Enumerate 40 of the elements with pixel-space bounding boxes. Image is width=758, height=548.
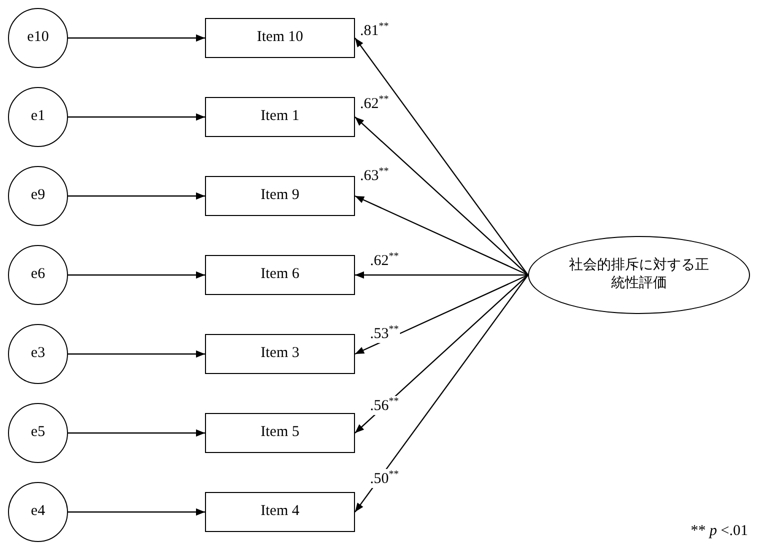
significance-note: ** p <.01	[690, 523, 748, 540]
item-box	[205, 413, 355, 453]
arrow	[68, 34, 205, 42]
arrow	[68, 271, 205, 279]
arrow	[354, 274, 528, 434]
node-label: e4	[30, 502, 46, 522]
node-label: Item 3	[260, 344, 300, 364]
edge-label: .56$^{**}$	[369, 396, 400, 416]
arrow	[68, 429, 205, 437]
item-box	[205, 334, 355, 374]
node-label: Item 1	[260, 107, 300, 126]
item-box	[205, 492, 355, 532]
node-label: Item 6	[260, 265, 300, 284]
node-label: e3	[30, 344, 46, 364]
item-box	[205, 97, 355, 137]
arrow	[354, 38, 528, 276]
node-label: 社会的排斥に対する正統性評価	[569, 256, 709, 293]
node-label: e6	[30, 265, 46, 284]
node-label: Item 5	[260, 423, 300, 442]
arrow	[68, 508, 205, 516]
item-box	[205, 255, 355, 295]
item-box	[205, 176, 355, 216]
node-label: e10	[27, 28, 49, 48]
arrow	[68, 113, 205, 121]
edge-label: .50$^{**}$	[369, 469, 400, 488]
node-label: e1	[30, 107, 46, 126]
node-label: Item 9	[260, 186, 300, 206]
node-label: Item 4	[260, 502, 300, 522]
node-label: e5	[30, 423, 46, 442]
arrow	[354, 274, 528, 512]
arrow	[354, 274, 528, 355]
edge-label: .53$^{**}$	[369, 324, 400, 343]
arrow	[354, 116, 528, 276]
arrow	[355, 271, 528, 279]
arrow	[68, 192, 205, 200]
arrow	[354, 195, 528, 276]
item-box	[205, 18, 355, 58]
node-label: Item 10	[256, 28, 304, 48]
node-label: e9	[30, 186, 46, 206]
arrow	[68, 350, 205, 358]
